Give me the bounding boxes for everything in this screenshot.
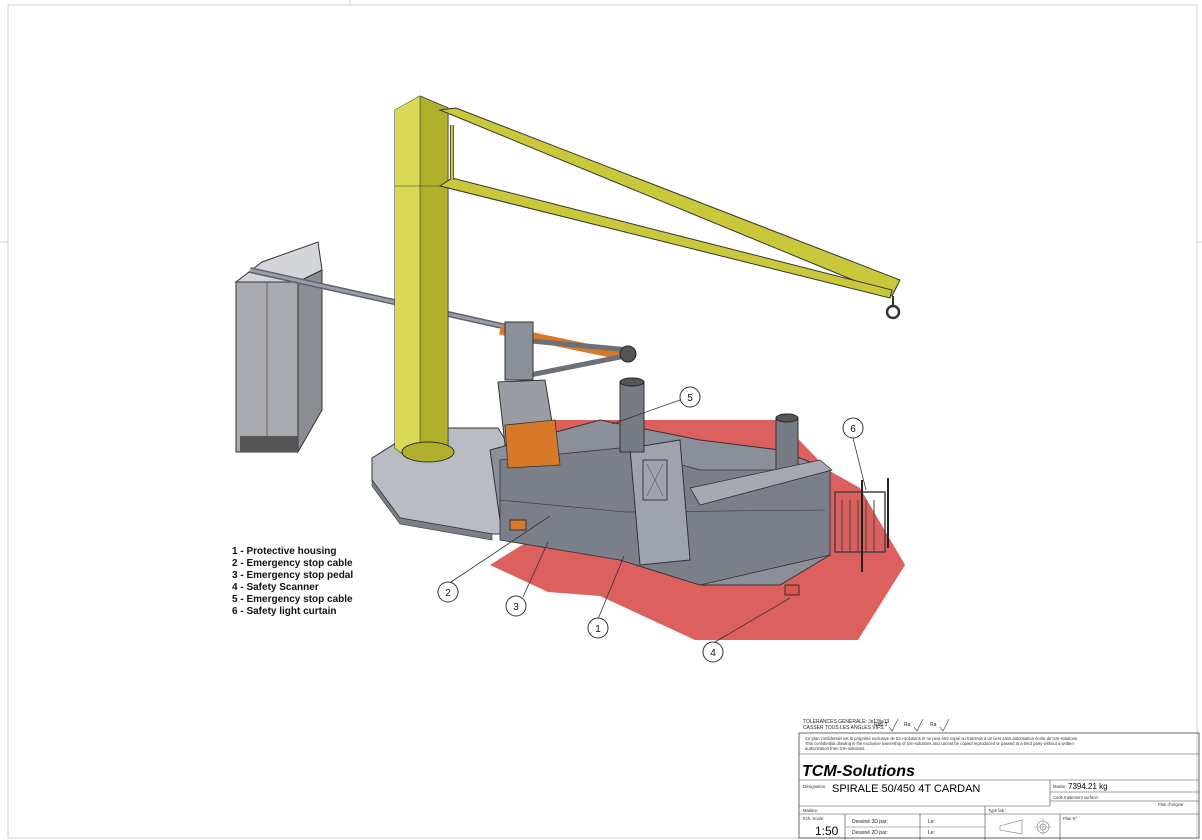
callout-2-label: 2	[445, 588, 451, 599]
date-label-1: Le:	[928, 819, 935, 825]
roughness-2: Ra	[904, 722, 911, 728]
roughness-1: Ra6.3	[874, 722, 888, 728]
callout-1: 1	[587, 617, 609, 639]
designation-value: SPIRALE 50/450 4T CARDAN	[832, 783, 980, 795]
confidential-en-2: authorization from tcm-solutions.	[805, 746, 866, 751]
callout-2: 2	[437, 581, 459, 603]
surface-label: Code traitement surface:	[1053, 795, 1099, 800]
callout-6-label: 6	[850, 424, 856, 435]
legend-item: 4 - Safety Scanner	[232, 582, 319, 593]
roughness-3: Ra	[930, 722, 937, 728]
date-label-2: Le:	[928, 830, 935, 836]
callout-5: 5	[679, 386, 701, 408]
mass-label: Masse:	[1053, 784, 1067, 789]
type-fab-label: Type fab :	[988, 808, 1006, 813]
legend-item: 1 - Protective housing	[232, 546, 337, 557]
callout-3-label: 3	[513, 602, 519, 613]
callout-3: 3	[505, 595, 527, 617]
angles-text: CASSER TOUS LES ANGLES VIFS.	[803, 725, 885, 731]
designation-label: Désignation:	[803, 784, 826, 789]
cable-arm	[249, 267, 637, 381]
material-label: Matière:	[803, 808, 818, 813]
origin-label: Plan d'origine	[1158, 802, 1184, 807]
legend-item: 6 - Safety light curtain	[232, 606, 337, 617]
callout-4: 4	[702, 641, 724, 663]
callout-5-label: 5	[687, 393, 693, 404]
legend-item: 3 - Emergency stop pedal	[232, 570, 354, 581]
confidential-en-1: This confidential drawing is the exclusi…	[805, 741, 1075, 746]
title-block: TOLERANCES GENERALE: Js13/js13 CASSER TO…	[798, 718, 1200, 840]
machine-body	[489, 377, 833, 596]
tolerances-text: TOLERANCES GENERALE: Js13/js13	[803, 719, 890, 725]
projection-symbol-icon	[999, 818, 1052, 836]
jib-crane	[394, 95, 901, 463]
legend-item: 5 - Emergency stop cable	[232, 594, 353, 605]
legend: 1 - Protective housing 2 - Emergency sto…	[232, 546, 353, 618]
drawn-2d-label: Dessiné 2D par:	[852, 830, 888, 836]
callout-leaders	[447, 399, 867, 643]
confidential-fr: Ce plan confidentiel est la propriété ex…	[805, 736, 1078, 741]
callout-6: 6	[842, 417, 864, 439]
safety-light-curtain	[834, 478, 889, 572]
company-name: TCM-Solutions	[802, 763, 915, 780]
callout-4-label: 4	[710, 648, 716, 659]
plan-number-label: Plan N°	[1063, 816, 1078, 821]
drawn-3d-label: Dessiné 3D par:	[852, 819, 888, 825]
legend-item: 2 - Emergency stop cable	[232, 558, 353, 569]
scale-value: 1:50	[815, 824, 839, 838]
scale-label: Ech. Scale:	[803, 816, 824, 821]
mass-value: 7394.21 kg	[1068, 782, 1108, 791]
sheet-border	[7, 4, 1198, 839]
callout-1-label: 1	[595, 624, 601, 635]
